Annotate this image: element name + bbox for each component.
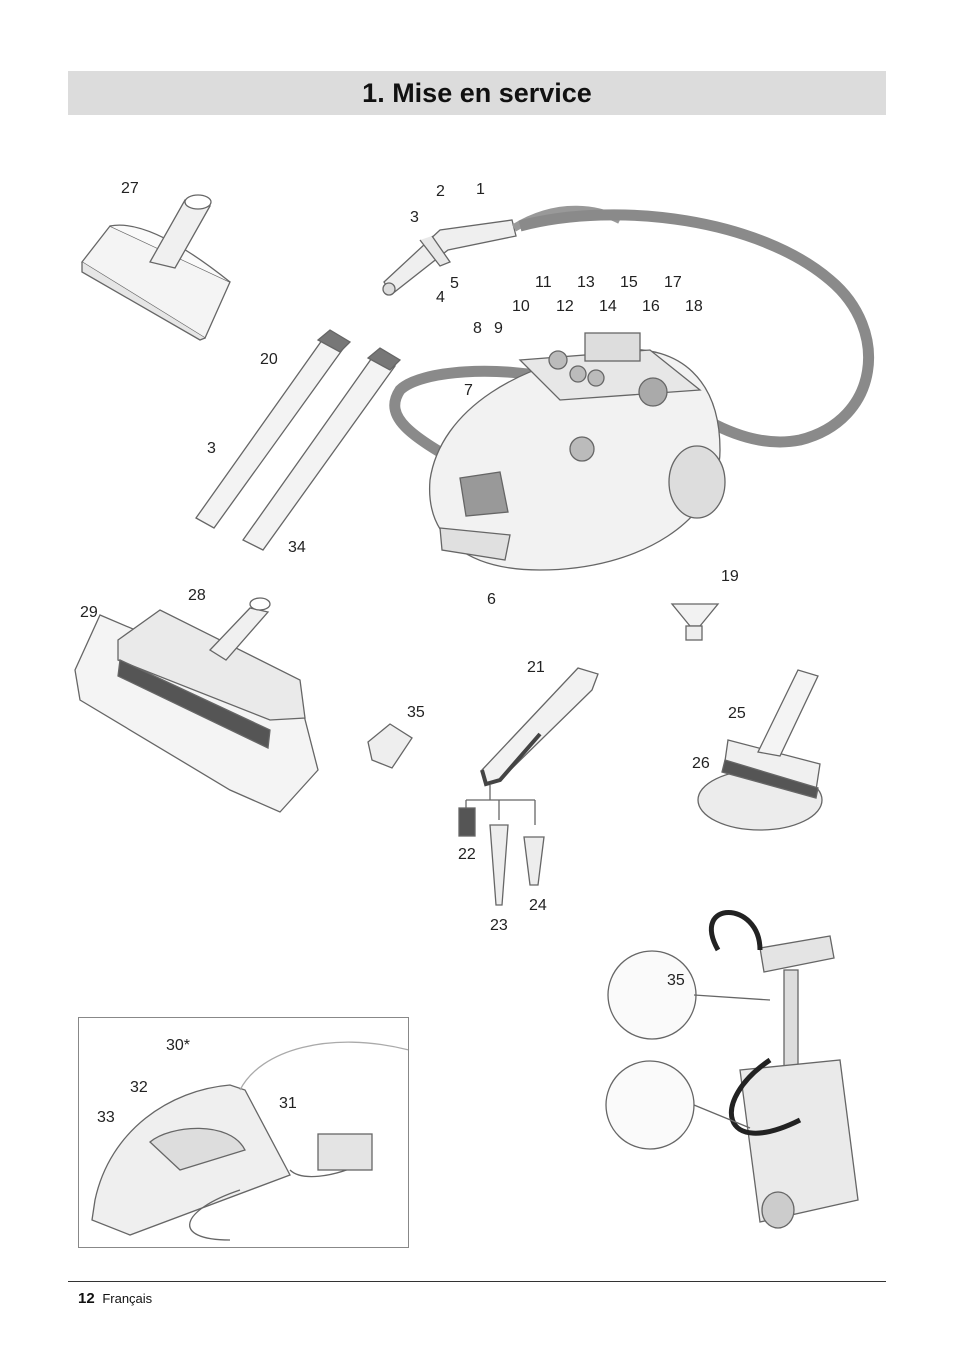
callout-label: 23 [490,917,508,934]
title-bar: 1. Mise en service [68,71,886,115]
callout-label: 4 [436,289,445,306]
iron-inset-frame [78,1017,409,1248]
callout-label: 12 [556,298,574,315]
callout-label: 30* [166,1037,191,1054]
callout-label: 24 [529,897,547,914]
callout-label: 35 [667,972,685,989]
callout-label: 15 [620,274,638,291]
page-number: 12 [78,1290,95,1307]
callout-label: 25 [728,705,746,722]
small-brush-drawing [697,669,823,831]
callout-label: 2 [436,183,445,200]
callout-label: 29 [80,604,98,621]
callout-label: 19 [721,568,739,585]
standing-unit-drawing [605,910,859,1229]
callout-label: 22 [458,846,476,863]
callout-label: 14 [599,298,617,315]
footer-language: Français [102,1291,153,1306]
page-title: 1. Mise en service [362,77,592,108]
callout-label: 27 [121,180,139,197]
steam-generator-drawing [429,332,726,571]
extension-tubes-drawing [195,329,402,551]
iron-drawing [91,1041,410,1241]
footer-rule [68,1281,886,1282]
floor-nozzle-drawing [81,194,231,341]
callout-label: 16 [642,298,660,315]
callout-label: 33 [97,1109,115,1126]
hand-nozzle-drawing [465,667,599,825]
callout-label: 3 [207,440,216,457]
callout-label: 21 [527,659,545,676]
callout-label: 8 [473,320,482,337]
callout-label: 32 [130,1079,148,1096]
callout-label: 26 [692,755,710,772]
callout-label: 31 [279,1095,297,1112]
callout-label: 35 [407,704,425,721]
callout-label: 1 [476,181,485,198]
callout-label: 20 [260,351,278,368]
callout-label: 6 [487,591,496,608]
callout-label: 9 [494,320,503,337]
callout-label: 3 [410,209,419,226]
callout-label: 17 [664,274,682,291]
callout-label: 10 [512,298,530,315]
callout-label: 7 [464,382,473,399]
callout-label: 18 [685,298,703,315]
brush-nozzle-drawing [74,597,319,813]
callout-label: 5 [450,275,459,292]
callout-label: 34 [288,539,306,556]
callout-label: 11 [535,274,552,291]
page-footer: 12 Français [78,1290,152,1307]
callout-label: 28 [188,587,206,604]
callout-label: 13 [577,274,595,291]
